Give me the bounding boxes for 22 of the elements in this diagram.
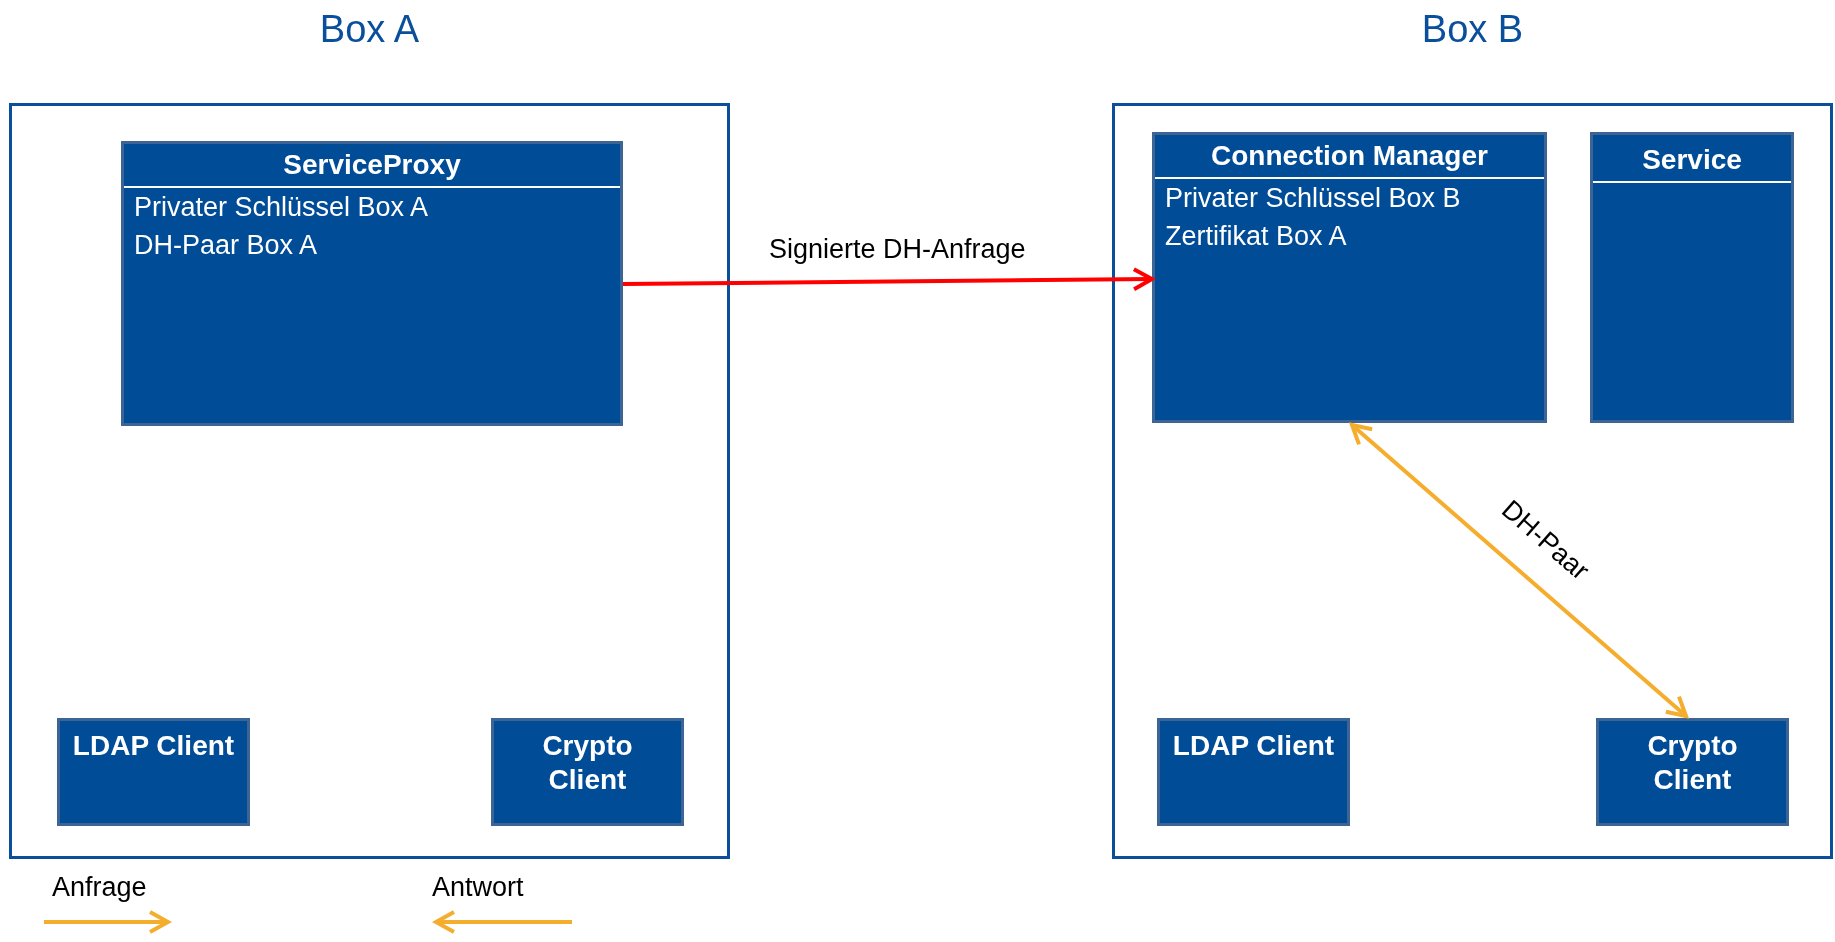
legend-label: Antwort (432, 872, 524, 903)
box-title: Box B (1420, 8, 1525, 51)
component-box (1590, 132, 1794, 423)
component-box (1157, 718, 1350, 826)
component-title: LDAP Client (1171, 729, 1336, 763)
component-box (57, 718, 250, 826)
component-title: Crypto Client (541, 729, 634, 797)
component-detail: Privater Schlüssel Box A (133, 191, 430, 224)
box-title: Box A (318, 8, 421, 51)
legend-label: Anfrage (52, 872, 147, 903)
component-box (1152, 132, 1547, 423)
component-detail: DH-Paar Box A (133, 229, 319, 262)
component-box (1596, 718, 1789, 826)
component-detail: Privater Schlüssel Box B (1164, 182, 1462, 215)
component-title: Connection Manager (1210, 139, 1489, 173)
component-title: Crypto Client (1646, 729, 1739, 797)
component-detail: Zertifikat Box A (1164, 220, 1348, 253)
component-title: LDAP Client (71, 729, 236, 763)
component-box (121, 141, 623, 426)
component-box (491, 718, 684, 826)
component-title: ServiceProxy (282, 148, 462, 182)
component-title: Service (1593, 135, 1791, 183)
